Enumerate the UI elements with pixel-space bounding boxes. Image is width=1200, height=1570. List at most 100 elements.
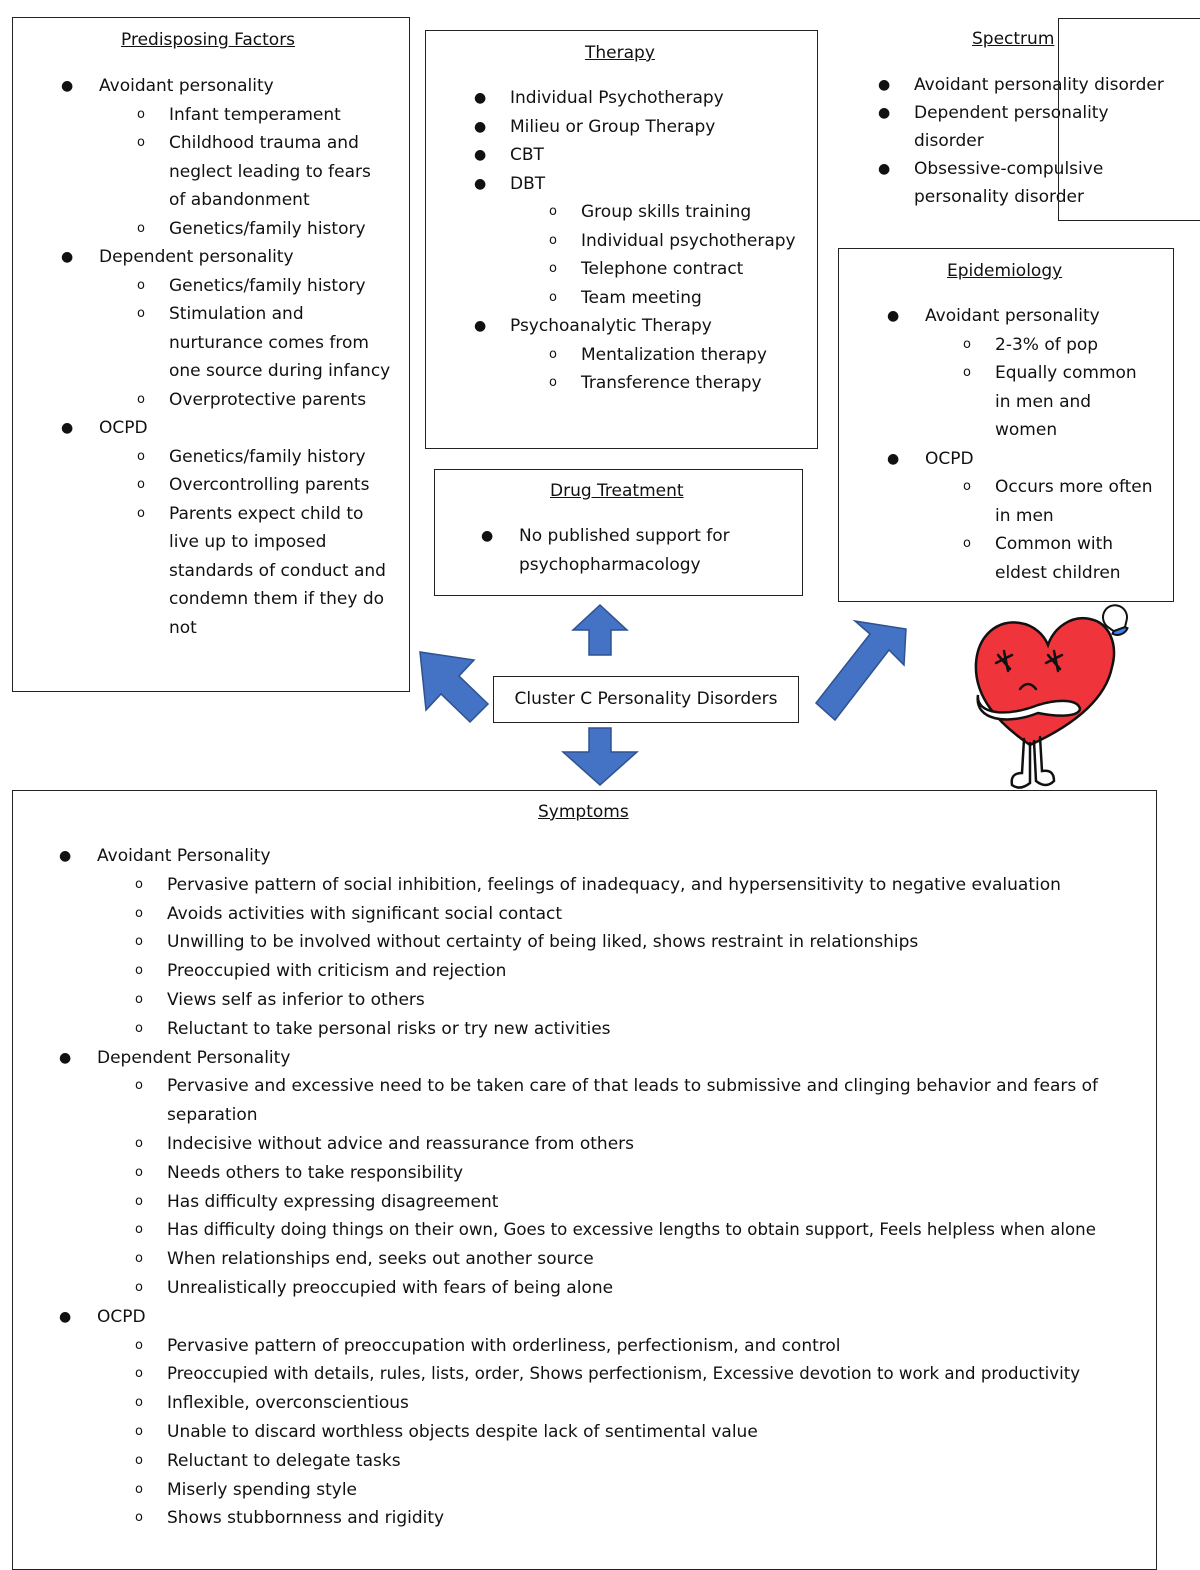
circle-bullet-icon: o bbox=[135, 1395, 143, 1411]
bullet-icon: ● bbox=[59, 1308, 72, 1325]
circle-bullet-icon: o bbox=[135, 1164, 143, 1180]
group-label: OCPD bbox=[97, 1306, 146, 1327]
circle-bullet-icon: o bbox=[135, 963, 143, 979]
sweat-drop-icon bbox=[1102, 604, 1129, 636]
circle-bullet-icon: o bbox=[135, 1279, 143, 1295]
circle-bullet-icon: o bbox=[135, 1366, 143, 1382]
center-topic-label: Cluster C Personality Disorders bbox=[514, 689, 778, 709]
predisposing-factors-box: Predisposing Factors ● Avoidant personal… bbox=[12, 17, 410, 692]
bullet-icon: ● bbox=[474, 318, 487, 334]
drug-treatment-box: Drug Treatment ●No published support for… bbox=[434, 469, 803, 596]
circle-bullet-icon: o bbox=[135, 1481, 143, 1497]
bullet-icon: ● bbox=[474, 118, 487, 135]
bullet-icon: ● bbox=[61, 249, 74, 265]
bullet-icon: ● bbox=[61, 78, 74, 94]
group-label: OCPD bbox=[925, 448, 974, 469]
therapy-box: Therapy ●Individual Psychotherapy ●Milie… bbox=[425, 30, 818, 449]
bullet-icon: ● bbox=[474, 147, 487, 163]
circle-bullet-icon: o bbox=[549, 261, 557, 276]
circle-bullet-icon: o bbox=[549, 204, 557, 219]
circle-bullet-icon: o bbox=[135, 1020, 143, 1036]
group-label: OCPD bbox=[99, 418, 148, 438]
circle-bullet-icon: o bbox=[135, 1423, 143, 1439]
circle-bullet-icon: o bbox=[963, 336, 971, 352]
spectrum-section: Spectrum ●Avoidant personality disorder … bbox=[860, 17, 1200, 227]
predisposing-factors-title: Predisposing Factors bbox=[121, 30, 296, 50]
circle-bullet-icon: o bbox=[135, 1452, 143, 1468]
circle-bullet-icon: o bbox=[135, 1135, 143, 1151]
circle-bullet-icon: o bbox=[135, 1193, 143, 1209]
circle-bullet-icon: o bbox=[549, 346, 557, 362]
bullet-icon: ● bbox=[59, 1049, 72, 1066]
circle-bullet-icon: o bbox=[135, 1222, 143, 1238]
circle-bullet-icon: o bbox=[135, 934, 143, 950]
list-item: ●Individual Psychotherapy bbox=[426, 84, 816, 113]
list-item: ●CBT bbox=[426, 141, 816, 170]
circle-bullet-icon: o bbox=[137, 477, 145, 492]
bullet-icon: ● bbox=[878, 77, 891, 93]
spectrum-title: Spectrum bbox=[972, 29, 1055, 49]
circle-bullet-icon: o bbox=[135, 1337, 143, 1353]
bullet-icon: ● bbox=[878, 105, 891, 121]
circle-bullet-icon: o bbox=[963, 365, 971, 380]
group-label: Dependent personality bbox=[99, 247, 294, 267]
list-item: ●No published support for psychopharmaco… bbox=[435, 522, 759, 579]
circle-bullet-icon: o bbox=[135, 905, 143, 921]
circle-bullet-icon: o bbox=[137, 135, 145, 150]
circle-bullet-icon: o bbox=[549, 289, 557, 305]
circle-bullet-icon: o bbox=[137, 306, 145, 321]
circle-bullet-icon: o bbox=[135, 1251, 143, 1267]
circle-bullet-icon: o bbox=[137, 106, 145, 122]
bullet-icon: ● bbox=[481, 528, 494, 544]
list-item: ●Obsessive-compulsive personality disord… bbox=[860, 155, 1114, 211]
arrow-to-drug-treatment bbox=[571, 603, 629, 656]
center-topic-box: Cluster C Personality Disorders bbox=[493, 676, 799, 723]
list-item: ●Dependent personality disorder bbox=[860, 99, 1124, 155]
group-label: Avoidant personality bbox=[925, 306, 1100, 326]
group-label: Avoidant personality bbox=[99, 76, 274, 96]
spectrum-overlay-frame bbox=[1058, 18, 1200, 221]
circle-bullet-icon: o bbox=[137, 448, 145, 464]
circle-bullet-icon: o bbox=[137, 505, 145, 521]
circle-bullet-icon: o bbox=[135, 876, 143, 892]
bullet-icon: ● bbox=[61, 420, 74, 436]
symptoms-title: Symptoms bbox=[538, 802, 629, 822]
circle-bullet-icon: o bbox=[137, 220, 145, 236]
arms bbox=[976, 694, 1082, 721]
